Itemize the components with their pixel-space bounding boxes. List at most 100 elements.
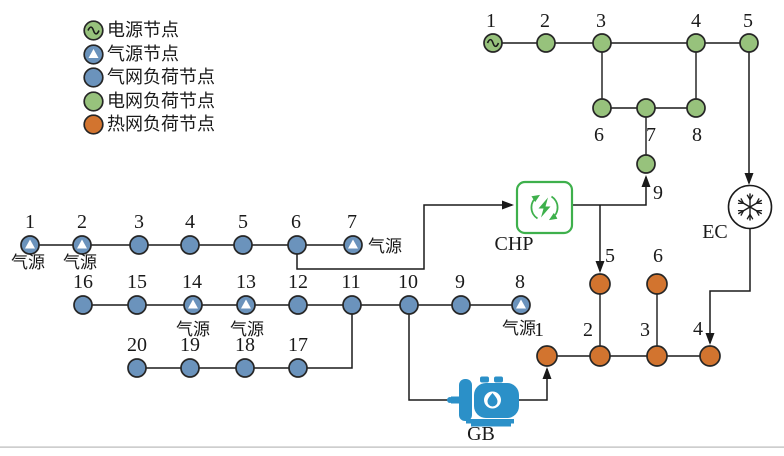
gas-node-4: [180, 235, 200, 255]
gas-node-4-label: 4: [185, 211, 195, 233]
elec-node-1: [483, 33, 503, 53]
lightning-bolt-icon: [538, 197, 551, 218]
gas-node-13-label: 13: [236, 271, 256, 293]
gas-node-5: [233, 235, 253, 255]
gas-source-tag-0: 气源: [11, 253, 45, 272]
gb-label: GB: [467, 423, 495, 445]
gas-node-8: [511, 295, 531, 315]
elec-node-6: [592, 98, 612, 118]
legend-item-heat-load-node: 热网负荷节点: [83, 114, 215, 135]
triangle-icon: [241, 299, 251, 309]
elec-node-8-label: 8: [692, 124, 702, 146]
gas-node-1-label: 1: [25, 211, 35, 233]
gas-node-16: [73, 295, 93, 315]
legend-item-label: 热网负荷节点: [107, 114, 215, 134]
elec-node-circle: [739, 33, 759, 53]
gas-node-circle: [451, 295, 471, 315]
gas-node-2-label: 2: [77, 211, 87, 233]
gas-node-20: [127, 358, 147, 378]
gas-node-circle: [288, 295, 308, 315]
gas-node-circle: [180, 358, 200, 378]
gas-node-9-label: 9: [455, 271, 465, 293]
heat-load-node-icon: [83, 114, 104, 135]
heat-node-4: [699, 345, 721, 367]
gas10-to-gb-link: [408, 305, 456, 401]
gas-node-17-label: 17: [288, 334, 308, 356]
heat-node-circle: [589, 273, 611, 295]
gas-node-circle: [127, 358, 147, 378]
gas-source-tag-4: 气源: [230, 320, 264, 339]
gas6-to-chp-link: [296, 200, 514, 270]
gb-unit: GB: [447, 376, 519, 445]
gas-node-circle: [233, 235, 253, 255]
elec-node-6-label: 6: [594, 124, 604, 146]
triangle-icon: [25, 239, 35, 249]
gas-node-19-label: 19: [180, 334, 200, 356]
gas-node-14: [183, 295, 203, 315]
legend-item-label: 电源节点: [107, 20, 179, 40]
ec-label: EC: [702, 221, 728, 243]
legend: 电源节点气源节点气网负荷节点电网负荷节点热网负荷节点: [83, 20, 215, 138]
gas-node-3-label: 3: [134, 211, 144, 233]
elec-load-node-icon: [83, 90, 104, 112]
elec-node-4: [686, 33, 706, 53]
gas-node-2: [72, 235, 92, 255]
triangle-icon: [516, 299, 526, 309]
elec-node-2: [536, 33, 556, 53]
gas-node-15: [127, 295, 147, 315]
heat-node-6-label: 6: [653, 245, 663, 267]
legend-item-gas-source-node: 气源节点: [83, 44, 215, 65]
legend-item-label: 气网负荷节点: [107, 67, 215, 87]
heat-node-5: [589, 273, 611, 295]
gas-node-circle: [127, 295, 147, 315]
heat-node-circle: [646, 273, 668, 295]
gas-source-tag-1: 气源: [63, 253, 97, 272]
elec-node-circle: [592, 98, 612, 118]
gas-node-18-label: 18: [235, 334, 255, 356]
legend-item-gas-load-node: 气网负荷节点: [83, 67, 215, 88]
elec-node-1-label: 1: [486, 10, 496, 32]
elec-node-circle: [592, 33, 612, 53]
chp-unit: CHP: [495, 180, 574, 255]
gas-node-6: [287, 235, 307, 255]
gas-node-7: [343, 235, 363, 255]
gas-node-16-label: 16: [73, 271, 93, 293]
gas-node-7-label: 7: [347, 211, 357, 233]
chp-label: CHP: [495, 233, 534, 255]
legend-item-label: 电网负荷节点: [107, 90, 215, 111]
elec-node-7-label: 7: [646, 124, 656, 146]
gas-load-node-icon: [83, 67, 104, 88]
elec-node-4-label: 4: [691, 10, 701, 32]
elec-node-2-label: 2: [540, 10, 550, 32]
legend-item-power-source-node: 电源节点: [83, 20, 215, 41]
gas-node-circle: [73, 295, 93, 315]
gas-node-10: [399, 295, 419, 315]
elec-node-9-label: 9: [653, 182, 663, 204]
heat-node-2-label: 2: [583, 319, 593, 341]
snowflake-icon: [737, 193, 763, 221]
gas-node-1: [20, 235, 40, 255]
gb-to-heat1-link: [519, 367, 552, 401]
heat-node-6: [646, 273, 668, 295]
ec-to-heat4-link: [705, 229, 751, 345]
bottom-divider: [0, 446, 784, 448]
elec-node-3-label: 3: [596, 10, 606, 32]
gas-node-9: [451, 295, 471, 315]
gas-boiler-icon: [447, 376, 519, 427]
heat-node-1: [536, 345, 558, 367]
gas-source-node-icon: [83, 43, 104, 65]
heat-node-3: [646, 345, 668, 367]
heat-node-4-label: 4: [693, 318, 703, 340]
triangle-icon: [77, 239, 87, 249]
triangle-icon: [188, 299, 198, 309]
gas-node-12: [288, 295, 308, 315]
heat-node-2: [589, 345, 611, 367]
elec-node-5-label: 5: [743, 10, 753, 32]
gas-node-12-label: 12: [288, 271, 308, 293]
gas-node-14-label: 14: [182, 271, 202, 293]
elec-node-7: [636, 98, 656, 118]
sine-wave-icon: [87, 26, 100, 35]
gas-node-17: [288, 358, 308, 378]
elec-node-9: [636, 154, 656, 174]
